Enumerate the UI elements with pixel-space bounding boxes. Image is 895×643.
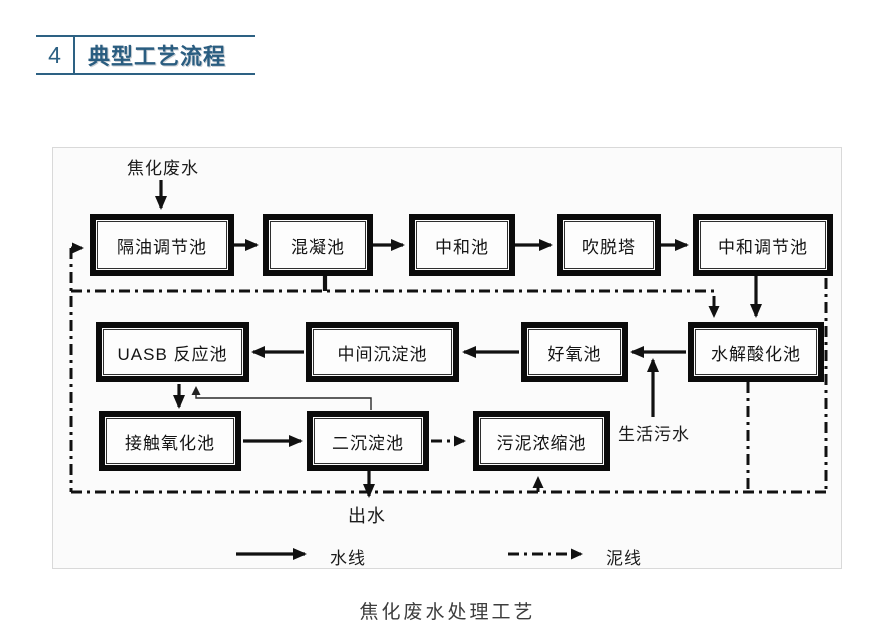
box-neutralization-regulating-tank: 中和调节池 [693,214,833,276]
effluent-label: 出水 [348,506,386,526]
box-label: 吹脱塔 [582,237,636,257]
box-label: 混凝池 [291,237,345,257]
box-aerobic-tank: 好氧池 [521,322,628,382]
box-label: 二沉淀池 [332,433,404,453]
figure-caption: 焦化废水处理工艺 [359,602,536,623]
box-label: 隔油调节池 [117,237,207,257]
box-label: UASB 反应池 [117,344,228,364]
influent-label: 焦化废水 [127,159,199,178]
box-sludge-thickening-tank: 污泥浓缩池 [473,411,610,471]
box-secondary-sedimentation-tank: 二沉淀池 [307,411,429,471]
box-label: 好氧池 [547,344,602,364]
diagram-lines [69,180,828,560]
flow-diagram: 隔油调节池 混凝池 中和池 吹脱塔 中和调节池 UASB 反应池 中间沉淀池 好… [52,147,842,569]
section-number: 4 [36,37,75,73]
box-hydrolysis-acidification-tank: 水解酸化池 [688,322,824,382]
legend-water-label: 水线 [330,549,366,568]
domestic-sewage-label: 生活污水 [618,425,690,444]
legend-sludge-label: 泥线 [606,549,642,568]
box-label: 中和调节池 [718,237,808,257]
box-label: 污泥浓缩池 [496,433,587,453]
recycle-line [191,386,372,410]
section-title: 典型工艺流程 [88,44,227,69]
box-oil-separation-tank: 隔油调节池 [90,214,234,276]
box-coagulation-tank: 混凝池 [263,214,373,276]
box-label: 接触氧化池 [125,433,215,453]
box-label: 中间沉淀池 [337,344,428,364]
sludge-lines [69,242,828,560]
box-neutralization-tank: 中和池 [409,214,515,276]
box-uasb-reactor: UASB 反应池 [96,322,249,382]
box-label: 中和池 [435,237,489,257]
box-contact-oxidation-tank: 接触氧化池 [99,411,241,471]
section-header: 4 典型工艺流程 [36,35,255,75]
box-label: 水解酸化池 [711,344,801,364]
box-intermediate-sedimentation-tank: 中间沉淀池 [306,322,459,382]
box-stripping-tower: 吹脱塔 [557,214,661,276]
water-lines [155,180,762,560]
